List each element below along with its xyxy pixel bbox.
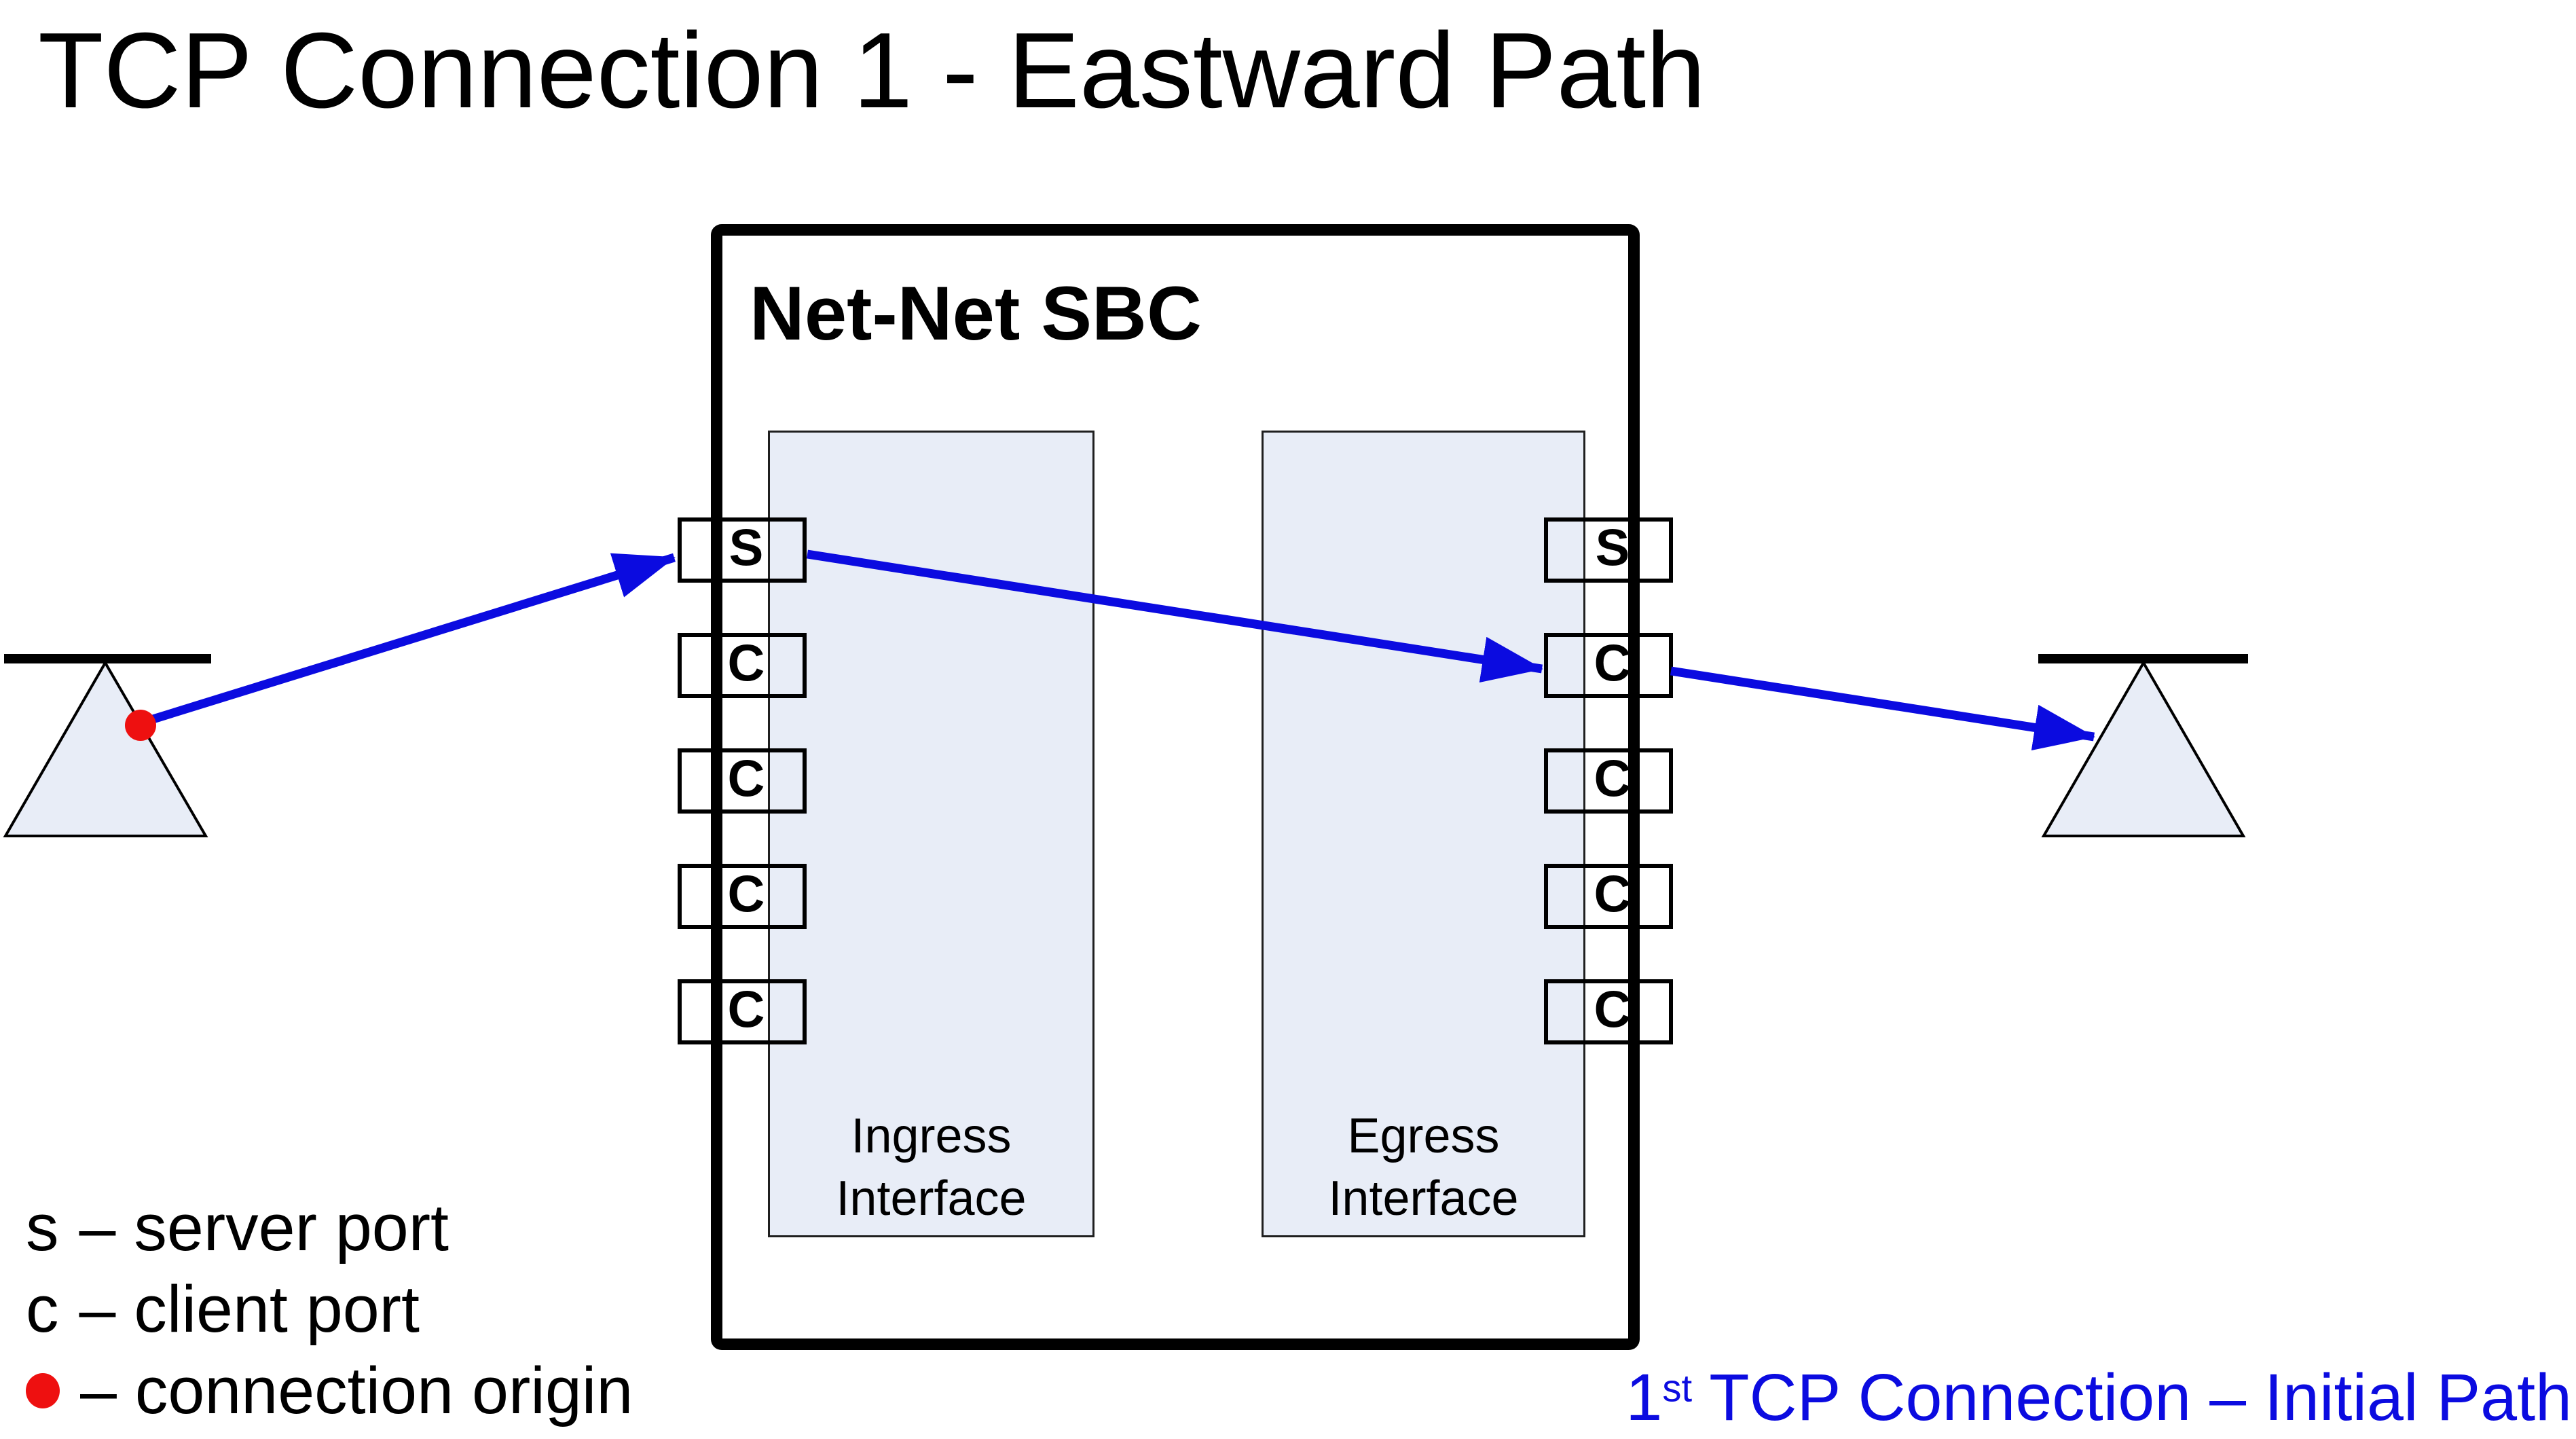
- path-client-port-to-endpoint: [1670, 666, 2095, 751]
- ingress-port-client-1: C: [678, 633, 807, 698]
- legend: s – server port c – client port – connec…: [26, 1187, 633, 1432]
- ingress-port-client-2: C: [678, 748, 807, 814]
- ingress-port-client-3: C: [678, 864, 807, 929]
- port-letter: C: [1594, 865, 1632, 924]
- port-letter: C: [1594, 634, 1632, 693]
- ingress-label-line2: Interface: [836, 1171, 1027, 1226]
- caption-number: 1: [1625, 1360, 1663, 1434]
- port-letter: C: [727, 750, 765, 808]
- egress-interface-label: Egress Interface: [1264, 1105, 1583, 1230]
- legend-row-connection-origin: – connection origin: [26, 1350, 633, 1432]
- ingress-port-server: S: [678, 517, 807, 583]
- egress-port-client-2: C: [1544, 748, 1673, 814]
- egress-port-client-4: C: [1544, 979, 1673, 1044]
- port-letter: C: [727, 865, 765, 924]
- port-letter: C: [1594, 981, 1632, 1039]
- caption-text: TCP Connection – Initial Path: [1692, 1360, 2572, 1434]
- port-letter: C: [1594, 750, 1632, 808]
- egress-interface-panel: Egress Interface: [1262, 431, 1585, 1237]
- ingress-label-line1: Ingress: [851, 1109, 1012, 1163]
- port-letter: C: [727, 981, 765, 1039]
- right-endpoint-triangle: [2041, 659, 2246, 837]
- path-caption: 1st TCP Connection – Initial Path: [1625, 1360, 2572, 1436]
- egress-port-client-1: C: [1544, 633, 1673, 698]
- port-letter: S: [729, 519, 764, 577]
- legend-row-client-port: c – client port: [26, 1269, 633, 1350]
- port-letter: C: [727, 634, 765, 693]
- sbc-box: Net-Net SBC: [711, 224, 1640, 1350]
- egress-label-line1: Egress: [1347, 1109, 1500, 1163]
- egress-port-client-3: C: [1544, 864, 1673, 929]
- legend-row-server-port: s – server port: [26, 1187, 633, 1269]
- sbc-label: Net-Net SBC: [750, 271, 1202, 356]
- egress-label-line2: Interface: [1328, 1171, 1519, 1226]
- ingress-interface-label: Ingress Interface: [770, 1105, 1092, 1230]
- red-dot-icon: [26, 1373, 60, 1408]
- left-endpoint-triangle: [3, 660, 208, 837]
- egress-port-server: S: [1544, 517, 1673, 583]
- ingress-port-client-4: C: [678, 979, 807, 1044]
- ingress-interface-panel: Ingress Interface: [768, 431, 1094, 1237]
- port-letter: S: [1595, 519, 1630, 577]
- caption-ordinal: st: [1662, 1366, 1693, 1410]
- connection-origin-dot: [125, 710, 156, 741]
- path-origin-to-server-port: [149, 553, 676, 725]
- legend-text-server-port: – server port: [79, 1190, 449, 1264]
- slide-title: TCP Connection 1 - Eastward Path: [38, 11, 1706, 130]
- legend-text-client-port: – client port: [79, 1272, 420, 1346]
- legend-text-connection-origin: – connection origin: [80, 1353, 633, 1427]
- legend-symbol-s: s: [26, 1190, 59, 1264]
- legend-symbol-c: c: [26, 1272, 59, 1346]
